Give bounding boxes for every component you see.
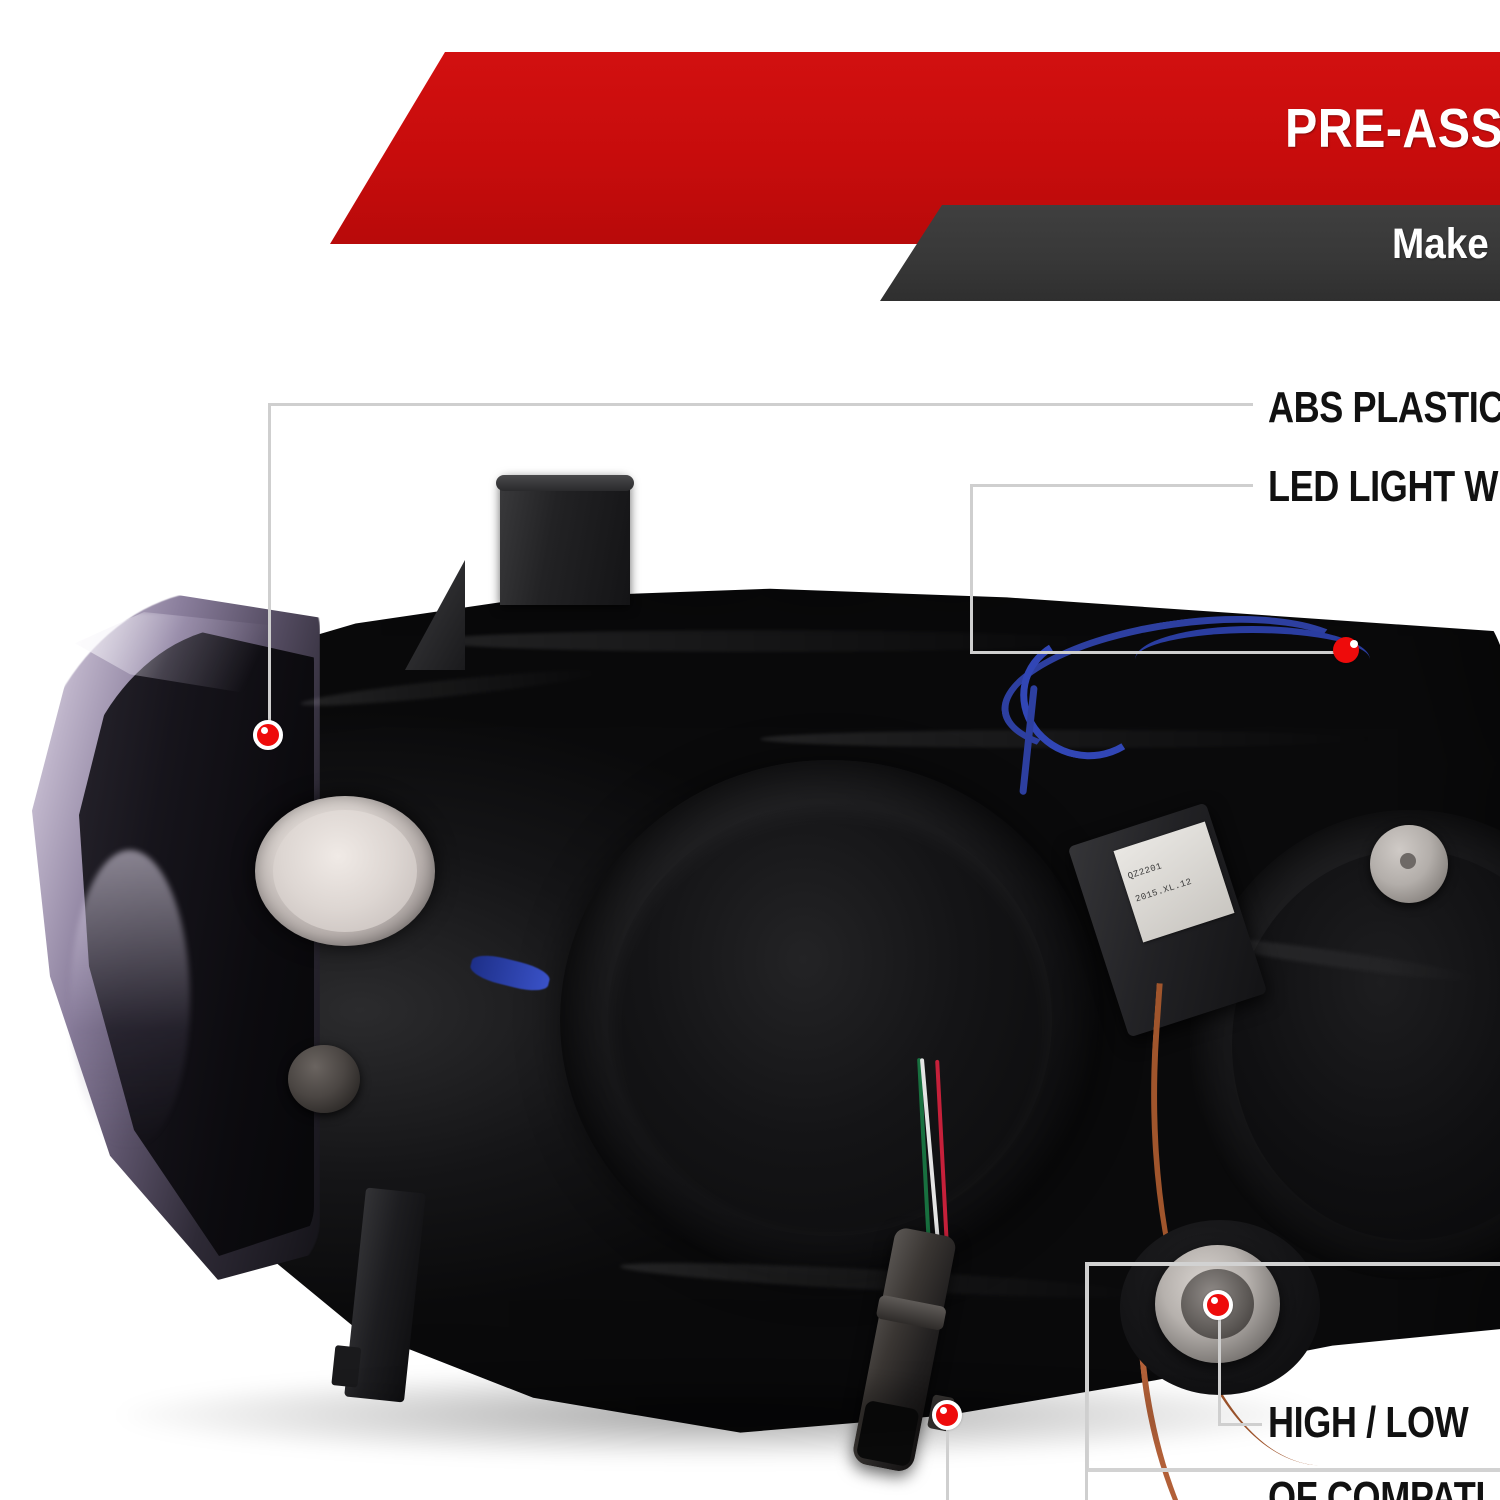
bulb-cap: [255, 796, 435, 946]
leader-line-led-horizontal: [970, 484, 1253, 487]
leader-line-high-vertical: [1218, 1305, 1221, 1425]
callout-label-high-low-beam: HIGH / LOW: [1268, 1398, 1469, 1447]
leader-line-high-horizontal: [1218, 1423, 1262, 1426]
leader-line-inset: [1085, 1262, 1088, 1500]
housing-bolt: [288, 1045, 360, 1113]
main-reflector-bowl: [560, 760, 1100, 1280]
callout-label-abs-plastic: ABS PLASTIC: [1268, 383, 1500, 432]
callout-label-led-light: LED LIGHT W: [1268, 462, 1498, 511]
blue-wire-run: [1135, 626, 1370, 673]
leader-line-abs-vertical: [268, 403, 271, 733]
marker-bulb-socket[interactable]: [1203, 1290, 1233, 1320]
banner-subtitle: Make: [1392, 220, 1489, 268]
drop-shadow: [120, 1370, 1320, 1460]
top-mounting-tab: [496, 475, 634, 605]
surface-ridge: [760, 730, 1380, 748]
surface-ridge: [430, 630, 1110, 652]
product-photo: QZ2201 2015.XL.12: [0, 430, 1500, 1500]
leader-line-led-vertical: [970, 484, 973, 654]
marker-connector-plug[interactable]: [932, 1400, 962, 1430]
marker-housing[interactable]: [253, 720, 283, 750]
callout-label-compatible-bulbs: OF COMPATI: [1268, 1473, 1486, 1500]
rubber-dust-cap: [1370, 825, 1448, 903]
banner-title: PRE-ASSE: [1285, 97, 1500, 159]
banner-gray-bar: [880, 205, 1500, 301]
leader-line-connector: [946, 1415, 949, 1500]
lens-highlight-lower: [70, 850, 190, 1150]
leader-line-abs-horizontal: [268, 403, 1253, 406]
marker-led-strip[interactable]: [1333, 637, 1359, 663]
leader-line-led-lower: [970, 651, 1350, 654]
